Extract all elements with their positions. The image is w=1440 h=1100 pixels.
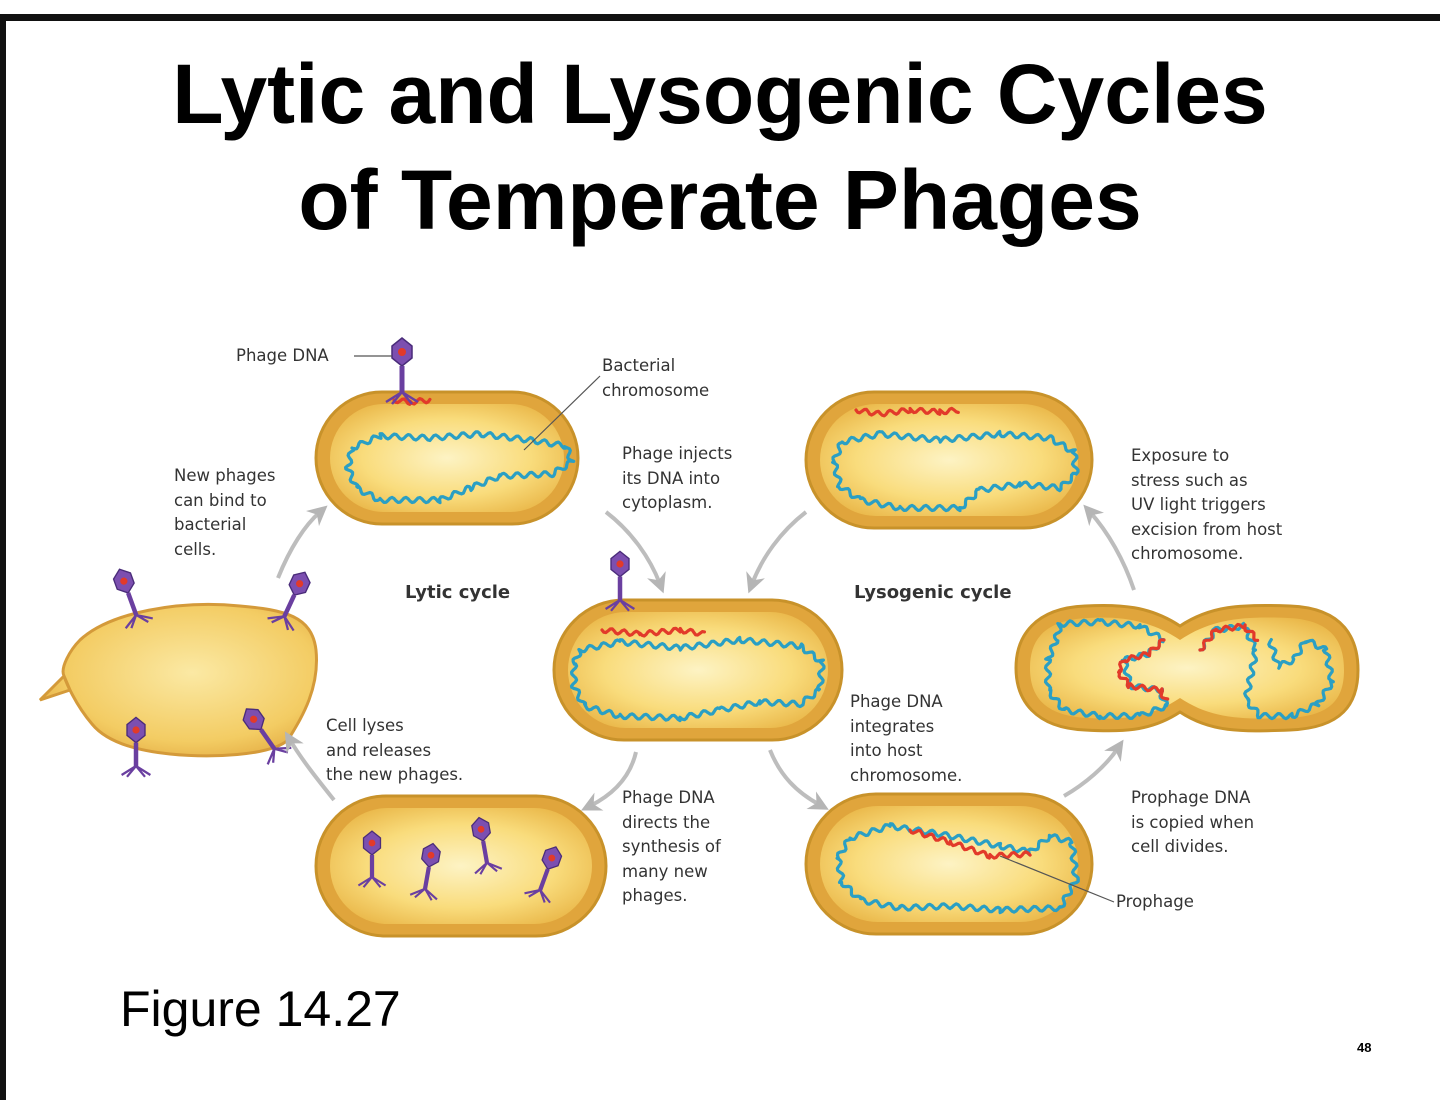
leader-prophage (999, 855, 1115, 903)
phage-dna-top-right (854, 406, 960, 418)
chromosome-bottom-right (835, 822, 1080, 915)
label-bacterial-chromosome: Bacterial chromosome (602, 356, 710, 400)
arrow-bottom-left-to-lysed (284, 731, 336, 802)
phage-new-1 (357, 830, 387, 888)
cell-center (552, 598, 844, 742)
phage-top (385, 337, 419, 405)
slide-frame-top (0, 14, 1440, 21)
label-prophage-copied: Prophage DNA is copied when cell divides… (1131, 788, 1255, 856)
arrow-top-left-to-center (604, 510, 666, 594)
label-phage-dna: Phage DNA (236, 346, 329, 365)
phage-lysed-4 (242, 708, 292, 765)
chromosome-top-left (344, 430, 576, 505)
leader-lines (354, 355, 1115, 903)
arrow-center-to-bottom-left (581, 751, 638, 811)
prophage-dna (908, 828, 1032, 860)
cell-top-left (314, 390, 580, 526)
phage-lysed-2 (267, 571, 311, 632)
lysed-cell (38, 603, 319, 758)
title-line-2: of Temperate Phages (298, 153, 1142, 247)
arrow-dividing-to-top-right (1083, 504, 1136, 591)
phage-dna-strands (392, 397, 1260, 860)
bacterial-chromosomes (344, 429, 1335, 915)
label-lytic-cycle: Lytic cycle (405, 582, 511, 603)
slide-frame-left (0, 14, 6, 1100)
label-phage-injects: Phage injects its DNA into cytoplasm. (622, 444, 733, 512)
arrow-center-to-bottom-right (768, 749, 829, 810)
arrow-top-right-to-center (746, 510, 808, 594)
page-number: 48 (1357, 1040, 1372, 1055)
phage-dna-center (600, 626, 706, 638)
chromosome-center (569, 635, 826, 723)
phage-center (605, 550, 635, 612)
label-lysogenic-cycle: Lysogenic cycle (854, 582, 1012, 603)
dividing-cell (1014, 603, 1360, 733)
label-cell-lyses: Cell lyses and releases the new phages. (326, 716, 464, 784)
prophage-dna-dividing-right (1198, 622, 1260, 652)
phage-lysed-3 (121, 716, 151, 778)
phage-lysed-1 (112, 568, 154, 629)
phage-new-3 (471, 816, 503, 875)
label-phage-dna-integrates: Phage DNA integrates into host chromosom… (850, 692, 963, 785)
label-exposure-stress: Exposure to stress such as UV light trig… (1131, 446, 1283, 563)
prophage-dna-dividing-left (1117, 638, 1170, 701)
arrow-lysed-to-top-left (276, 505, 328, 579)
chromosome-top-right (831, 429, 1080, 513)
phage-particles (112, 337, 635, 904)
arrow-bottom-right-to-dividing (1063, 739, 1124, 798)
cell-bottom-right (804, 792, 1094, 936)
phage-new-4 (524, 846, 563, 904)
cell-bottom-left (314, 794, 608, 938)
label-new-phages-bind: New phages can bind to bacterial cells. (174, 466, 276, 559)
cycle-arrows (276, 504, 1136, 811)
figure-label: Figure 14.27 (120, 981, 401, 1037)
label-phage-dna-directs: Phage DNA directs the synthesis of many … (622, 788, 721, 905)
phage-new-2 (409, 842, 441, 901)
title-line-1: Lytic and Lysogenic Cycles (172, 47, 1268, 141)
label-prophage: Prophage (1116, 892, 1194, 911)
leader-bacterial-chromosome (523, 375, 601, 451)
